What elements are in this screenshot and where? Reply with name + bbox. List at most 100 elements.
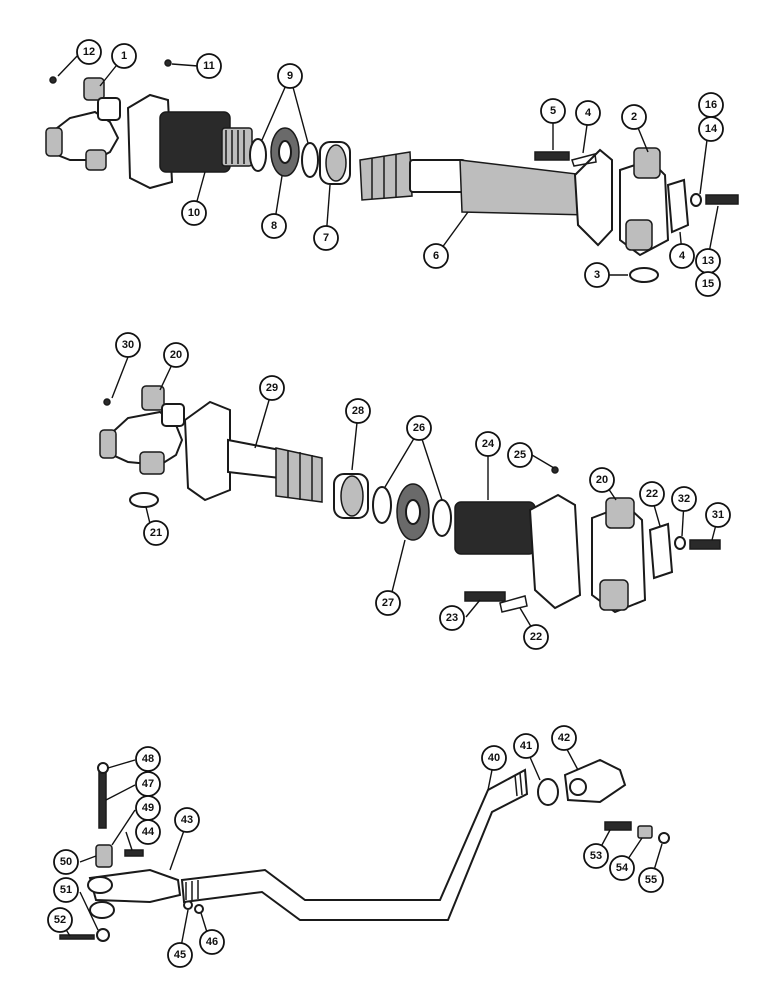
svg-text:23: 23 [446, 612, 458, 624]
nut-51 [96, 928, 110, 942]
svg-text:29: 29 [266, 382, 278, 394]
svg-text:8: 8 [271, 220, 277, 232]
splined-yoke-shaft-29 [183, 400, 323, 503]
bolt-23 [464, 591, 506, 602]
svg-text:44: 44 [142, 826, 155, 838]
spacer-54 [637, 825, 653, 839]
svg-text:15: 15 [702, 278, 714, 290]
svg-text:46: 46 [206, 936, 218, 948]
callout-15: 15 [695, 271, 721, 297]
callout-41: 41 [513, 733, 539, 759]
snap-ring-9a [249, 138, 267, 172]
svg-text:50: 50 [60, 856, 72, 868]
svg-text:32: 32 [678, 493, 690, 505]
callout-4b: 4 [669, 243, 695, 269]
callout-3: 3 [584, 262, 610, 288]
callout-25: 25 [507, 442, 533, 468]
svg-text:13: 13 [702, 255, 714, 267]
svg-text:41: 41 [520, 740, 532, 752]
svg-text:3: 3 [594, 269, 600, 281]
upper-drive-shaft-assembly [45, 59, 739, 283]
callout-5: 5 [540, 98, 566, 124]
svg-text:22: 22 [530, 631, 542, 643]
callout-40: 40 [481, 745, 507, 771]
callout-52: 52 [47, 907, 73, 933]
nut-46 [194, 904, 204, 914]
lock-strap-4b [666, 178, 690, 234]
slip-yoke-tube-10 [126, 59, 253, 190]
svg-text:12: 12 [83, 46, 95, 58]
bearing-cup-3 [629, 267, 659, 283]
svg-text:10: 10 [188, 207, 200, 219]
svg-text:30: 30 [122, 339, 134, 351]
svg-text:7: 7 [323, 232, 329, 244]
svg-text:20: 20 [596, 474, 608, 486]
callout-28: 28 [345, 398, 371, 424]
svg-text:40: 40 [488, 752, 500, 764]
svg-text:14: 14 [705, 123, 718, 135]
bolt-53 [604, 821, 632, 831]
callout-11: 11 [196, 53, 222, 79]
bearing-yoke-20 [591, 497, 647, 614]
svg-text:45: 45 [174, 949, 186, 961]
svg-text:43: 43 [181, 814, 193, 826]
steering-drag-link-assembly [59, 758, 670, 942]
callout-45: 45 [167, 942, 193, 968]
grease-fitting-44 [124, 849, 144, 857]
callout-49: 49 [135, 795, 161, 821]
callout-55: 55 [638, 867, 664, 893]
callout-47: 47 [135, 771, 161, 797]
svg-text:9: 9 [287, 70, 293, 82]
ball-socket-end-42 [563, 758, 627, 804]
callout-6: 6 [423, 243, 449, 269]
bearing-cup-21 [129, 492, 159, 508]
callout-54: 54 [609, 855, 635, 881]
svg-text:31: 31 [712, 509, 724, 521]
svg-text:42: 42 [558, 732, 570, 744]
callout-51: 51 [53, 877, 79, 903]
callout-22b: 22 [523, 624, 549, 650]
callout-53: 53 [583, 843, 609, 869]
svg-text:26: 26 [413, 422, 425, 434]
callout-13: 13 [695, 248, 721, 274]
drag-link-tube-40 [180, 768, 529, 921]
callout-24: 24 [475, 431, 501, 457]
callout-22: 22 [639, 481, 665, 507]
svg-text:48: 48 [142, 753, 154, 765]
jam-nut-41 [537, 778, 559, 806]
snap-ring-26b [432, 499, 452, 537]
callout-29: 29 [259, 375, 285, 401]
cotter-pin-52 [59, 934, 95, 940]
nut-48 [97, 762, 109, 774]
svg-text:20: 20 [170, 349, 182, 361]
snap-ring-26a [372, 486, 392, 524]
bolt-31 [689, 539, 721, 550]
bushing-50 [95, 844, 113, 868]
svg-text:53: 53 [590, 850, 602, 862]
bolt-13 [705, 194, 739, 205]
washer-32 [674, 536, 686, 550]
svg-text:54: 54 [616, 862, 629, 874]
callout-10: 10 [181, 200, 207, 226]
svg-text:1: 1 [121, 50, 127, 62]
svg-text:11: 11 [203, 60, 215, 72]
callout-26: 26 [406, 415, 432, 441]
callout-14: 14 [698, 116, 724, 142]
callout-46: 46 [199, 929, 225, 955]
callout-20b: 20 [589, 467, 615, 493]
svg-text:25: 25 [514, 449, 526, 461]
svg-text:52: 52 [54, 914, 66, 926]
callout-labels: 12 1 11 9 10 8 7 5 4 2 16 14 6 4 13 3 15… [47, 39, 731, 968]
callout-50: 50 [53, 849, 79, 875]
svg-text:6: 6 [433, 250, 439, 262]
bearing-yoke-2 [619, 147, 670, 257]
svg-text:2: 2 [631, 111, 637, 123]
svg-text:5: 5 [550, 105, 556, 117]
lock-strap-22b [499, 595, 528, 613]
svg-text:22: 22 [646, 488, 658, 500]
drive-shaft-6 [359, 148, 613, 247]
callout-44: 44 [135, 819, 161, 845]
callout-32: 32 [671, 486, 697, 512]
svg-text:55: 55 [645, 874, 657, 886]
